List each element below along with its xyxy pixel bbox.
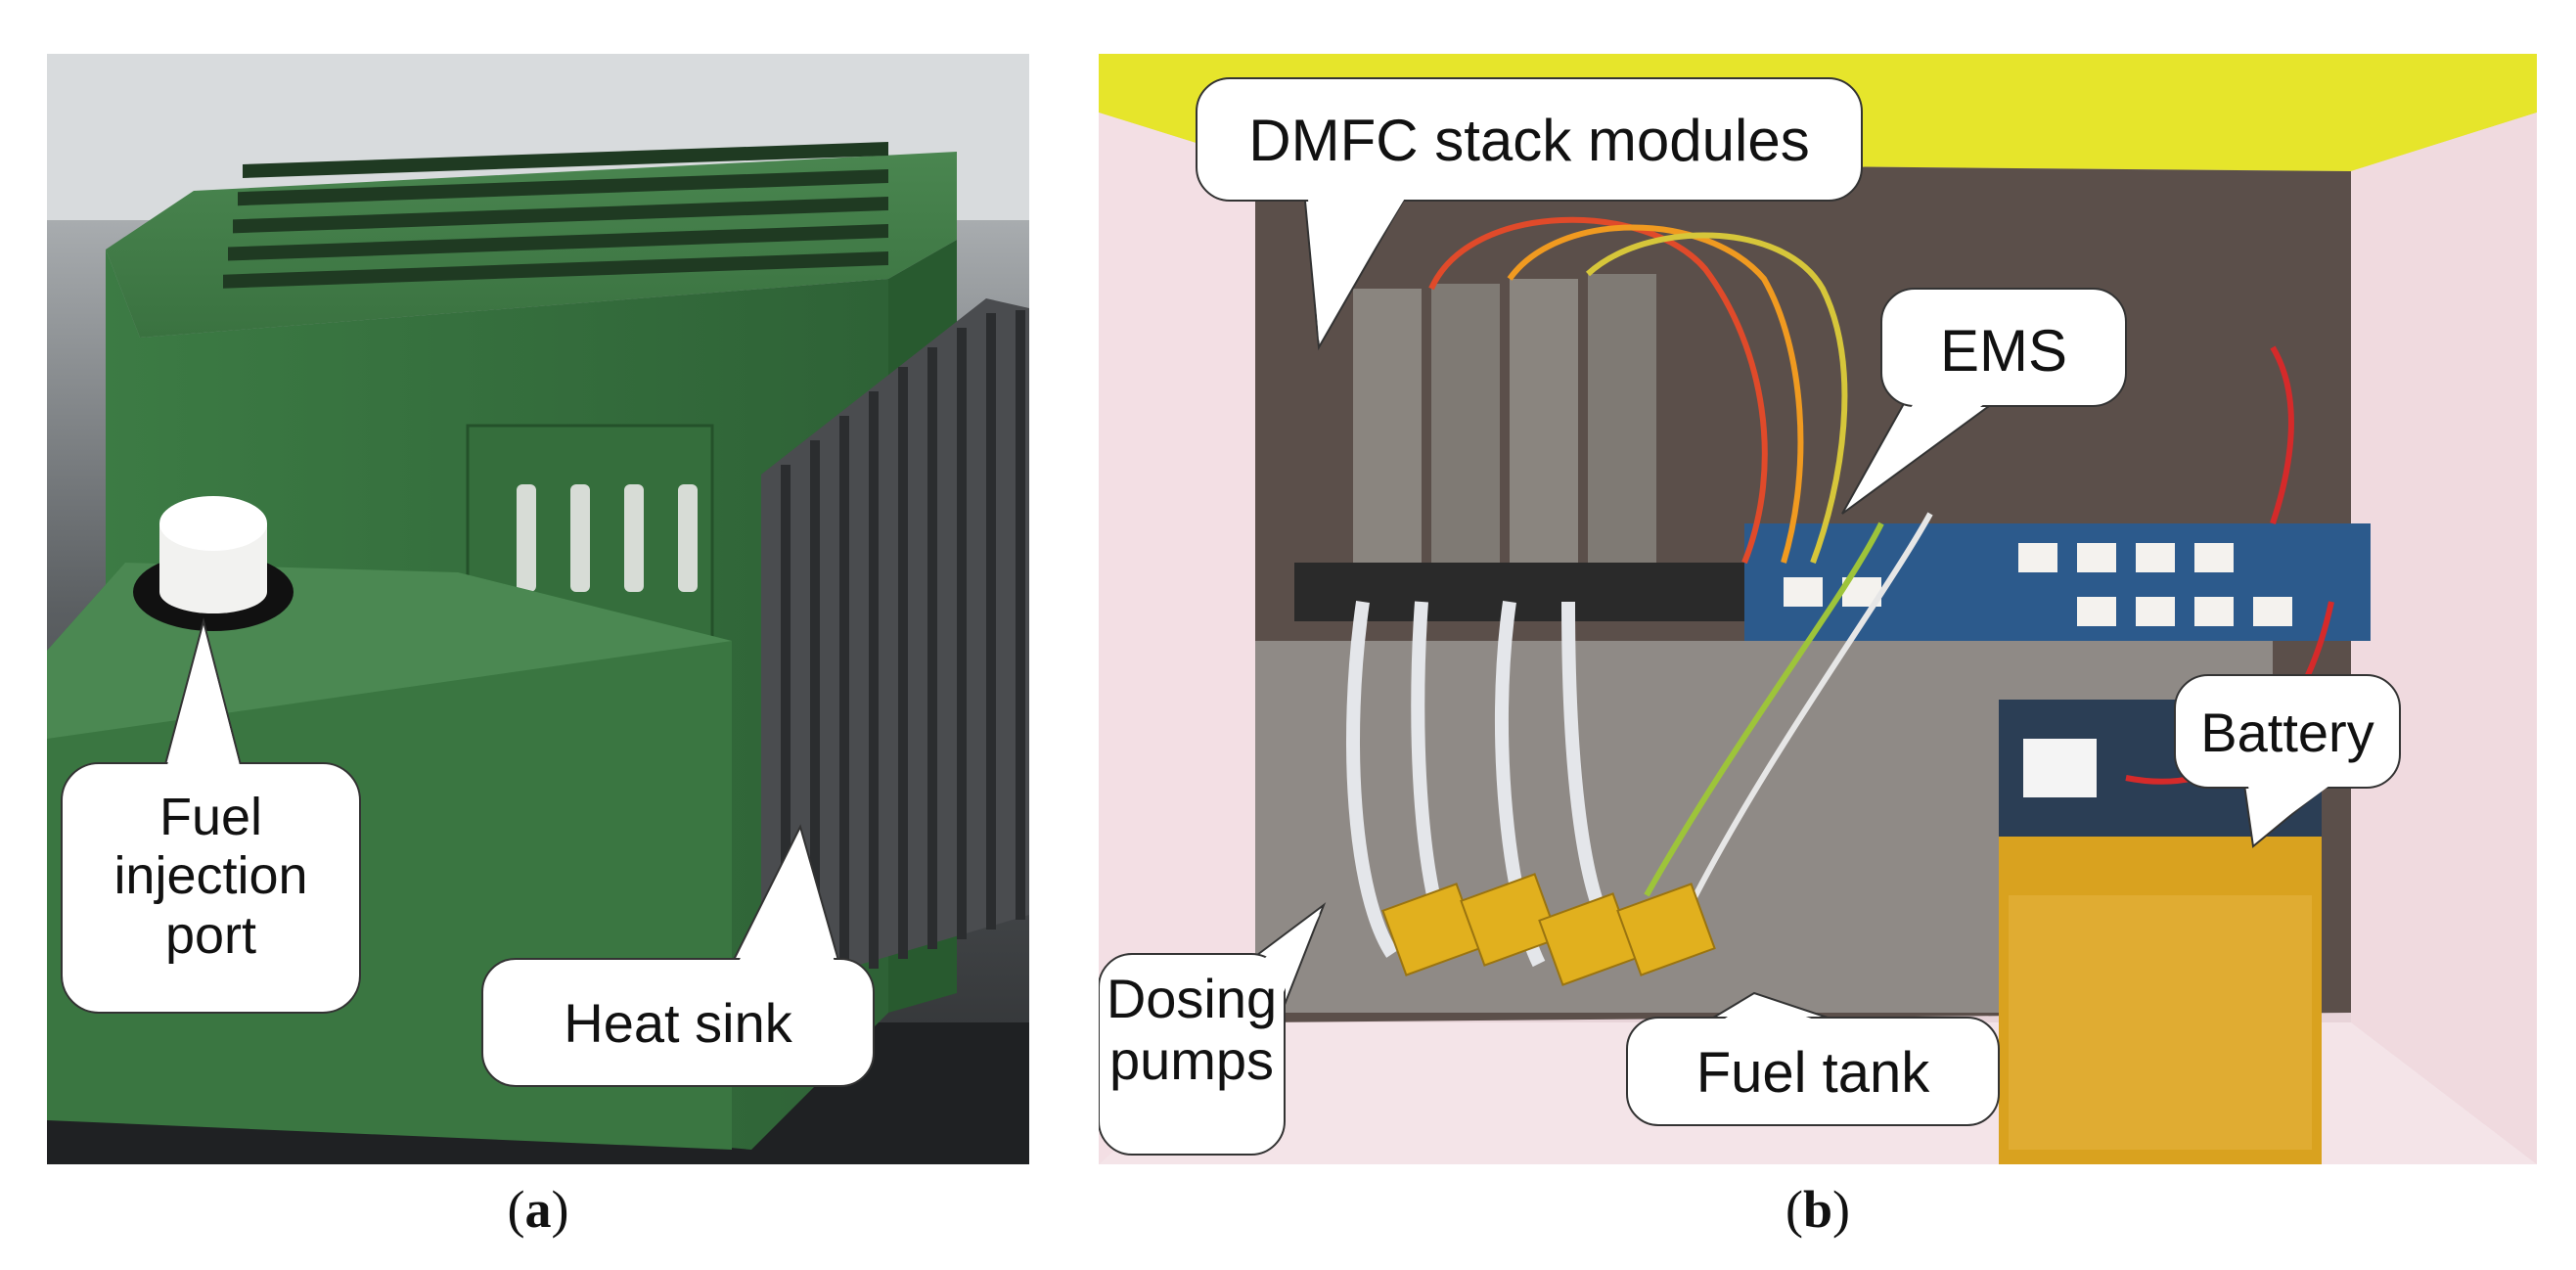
caption-b: (b) bbox=[1785, 1180, 1850, 1239]
caption-a: (a) bbox=[507, 1180, 569, 1239]
label-dosing-pumps: Dosing pumps bbox=[1106, 968, 1278, 1091]
fuel-cap bbox=[133, 496, 294, 631]
callout-fuel-port bbox=[61, 617, 361, 1014]
label-fuel-tank: Fuel tank bbox=[1695, 1041, 1930, 1105]
label-fuel-injection-port: Fuel injection port bbox=[113, 788, 308, 965]
dmfc-stacks bbox=[1294, 274, 1764, 621]
callout-fuel-tank bbox=[1626, 991, 2000, 1126]
fuel-cell-enclosure-photo bbox=[47, 54, 1029, 1164]
callout-heat-sink bbox=[481, 824, 875, 1087]
callout-dosing bbox=[1099, 902, 1327, 1156]
label-ems: EMS bbox=[1939, 318, 2068, 384]
photo-panel-a: Fuel injection port Heat sink bbox=[47, 54, 1029, 1164]
dosing-pumps bbox=[1381, 873, 1716, 986]
front-slots bbox=[517, 484, 698, 592]
battery bbox=[1999, 700, 2322, 1164]
label-battery: Battery bbox=[2200, 702, 2374, 763]
callout-dmfc bbox=[1196, 77, 1863, 351]
photo-panel-b: DMFC stack modules EMS Battery Dosing pu… bbox=[1099, 54, 2537, 1164]
heat-sink bbox=[761, 298, 1029, 993]
label-heat-sink: Heat sink bbox=[564, 992, 792, 1054]
callout-battery bbox=[2174, 674, 2401, 848]
open-system-photo bbox=[1099, 54, 2537, 1164]
label-dmfc-stack-modules: DMFC stack modules bbox=[1248, 108, 1810, 173]
callout-ems bbox=[1841, 288, 2127, 515]
vent-grille bbox=[223, 141, 888, 289]
